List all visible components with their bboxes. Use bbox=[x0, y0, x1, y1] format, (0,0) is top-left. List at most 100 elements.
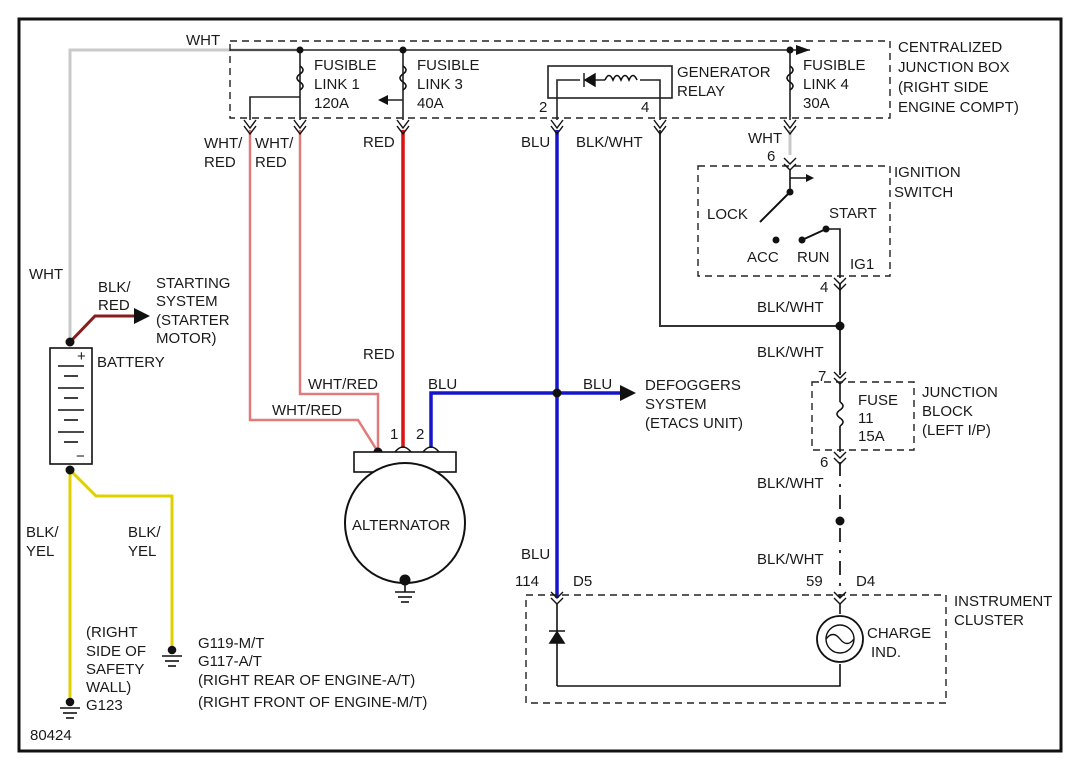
label-wire-color: BLU bbox=[428, 376, 457, 393]
label-fusible-link-4: FUSIBLE bbox=[803, 57, 866, 74]
wire-blu-alt bbox=[429, 391, 620, 448]
charge-indicator-lamp-icon bbox=[816, 615, 864, 663]
connector-symbol bbox=[833, 591, 847, 605]
label-wht-top: WHT bbox=[186, 32, 220, 49]
battery-plus-dot bbox=[65, 337, 75, 347]
ic-return bbox=[557, 664, 841, 687]
label-wire-color: WHT/ bbox=[255, 135, 294, 152]
label-ign-run: RUN bbox=[797, 249, 830, 266]
label-charge-indicator: CHARGE bbox=[867, 625, 931, 642]
splice-dot bbox=[835, 321, 845, 331]
label-wire-color: BLK/WHT bbox=[576, 134, 643, 151]
label-ign-start: START bbox=[829, 205, 877, 222]
connector-symbol bbox=[396, 119, 410, 136]
label-centralized-junction-box: ENGINE COMPT) bbox=[898, 99, 1019, 116]
label-starting-system: SYSTEM bbox=[156, 293, 218, 310]
label-fuse-11: 15A bbox=[858, 428, 885, 445]
label-ign-acc: ACC bbox=[747, 249, 779, 266]
splice-dot bbox=[399, 46, 407, 54]
label-centralized-junction-box: (RIGHT SIDE bbox=[898, 79, 989, 96]
label-centralized-junction-box: CENTRALIZED bbox=[898, 39, 1002, 56]
label-defoggers-system: DEFOGGERS bbox=[645, 377, 741, 394]
label-defoggers-system: SYSTEM bbox=[645, 396, 707, 413]
wire-blkred bbox=[68, 314, 135, 344]
label-generator-relay: GENERATOR bbox=[677, 64, 771, 81]
label-starting-system: STARTING bbox=[156, 275, 230, 292]
ign-start-arrow bbox=[806, 174, 814, 182]
label-pin: 114 bbox=[515, 573, 539, 590]
label-pin: 2 bbox=[416, 426, 424, 443]
label-connector: D4 bbox=[856, 573, 875, 590]
label-wht-left: WHT bbox=[29, 266, 63, 283]
label-ground-g119: G117-A/T bbox=[198, 653, 262, 670]
label-fusible-link-3: FUSIBLE bbox=[417, 57, 480, 74]
label-fusible-link-4: 30A bbox=[803, 95, 830, 112]
alternator-ground-icon bbox=[395, 584, 415, 603]
label-connector: D5 bbox=[573, 573, 592, 590]
label-junction-block: BLOCK bbox=[922, 403, 973, 420]
label-wire-color: BLU bbox=[521, 134, 550, 151]
connector-symbol bbox=[783, 119, 797, 136]
label-wire-color: YEL bbox=[128, 543, 156, 560]
label-diagram-id: 80424 bbox=[30, 727, 72, 744]
fusible-link-4-symbol bbox=[786, 65, 794, 91]
label-fusible-link-3: LINK 3 bbox=[417, 76, 463, 93]
wire-whtred-inner bbox=[298, 130, 380, 452]
label-fusible-link-1: FUSIBLE bbox=[314, 57, 377, 74]
wire-blkwht-relay bbox=[659, 130, 840, 327]
connector-symbol bbox=[243, 119, 257, 136]
label-ground-g123: SIDE OF bbox=[86, 643, 146, 660]
label-starting-system: (STARTER bbox=[156, 312, 230, 329]
wire-wht-battery-feed bbox=[68, 48, 300, 342]
label-junction-block: JUNCTION bbox=[922, 384, 998, 401]
label-wire-color: BLK/WHT bbox=[757, 344, 824, 361]
label-starting-system: MOTOR) bbox=[156, 330, 217, 347]
label-wire-color: BLK/ bbox=[26, 524, 59, 541]
label-wire-color: BLK/WHT bbox=[757, 299, 824, 316]
connector-symbol bbox=[833, 451, 847, 465]
label-junction-block: (LEFT I/P) bbox=[922, 422, 991, 439]
label-fusible-link-1: 120A bbox=[314, 95, 349, 112]
ign-ig1-out bbox=[826, 228, 841, 278]
battery-minus-dot bbox=[65, 465, 75, 475]
label-alternator: ALTERNATOR bbox=[352, 517, 451, 534]
label-ground-g123: (RIGHT bbox=[86, 624, 138, 641]
label-instrument-cluster: CLUSTER bbox=[954, 612, 1024, 629]
label-charge-indicator: IND. bbox=[871, 644, 901, 661]
defog-arrow bbox=[620, 385, 636, 401]
label-pin: 6 bbox=[820, 454, 828, 471]
connector-symbol bbox=[783, 157, 797, 171]
label-wire-color: WHT bbox=[748, 130, 782, 147]
alternator-ground-dot bbox=[399, 574, 411, 586]
label-pin: 7 bbox=[818, 368, 826, 385]
label-pin: 4 bbox=[641, 99, 649, 116]
label-wire-color: RED bbox=[363, 134, 395, 151]
label-wire-color: RED bbox=[204, 154, 236, 171]
ign-run-link bbox=[801, 228, 827, 241]
charge-indicator-filament bbox=[825, 633, 855, 645]
ground-g119-icon bbox=[162, 645, 182, 667]
label-wire-color: BLK/ bbox=[98, 279, 131, 296]
diagram-frame bbox=[17, 17, 1063, 753]
label-ignition-switch: IGNITION bbox=[894, 164, 961, 181]
label-fuse-11: FUSE bbox=[858, 392, 898, 409]
label-wire-color: WHT/ bbox=[204, 135, 243, 152]
relay-coil-icon bbox=[604, 74, 638, 82]
splice-dot bbox=[552, 388, 562, 398]
label-ground-g119: (RIGHT FRONT OF ENGINE-M/T) bbox=[198, 694, 427, 711]
label-wire-color: RED bbox=[363, 346, 395, 363]
label-battery: BATTERY bbox=[97, 354, 165, 371]
label-fusible-link-3: 40A bbox=[417, 95, 444, 112]
ign-wiper bbox=[759, 191, 791, 223]
splice-dot bbox=[786, 46, 794, 54]
relay-diode-icon bbox=[583, 72, 596, 88]
fuse-11-symbol bbox=[836, 401, 844, 427]
relay-internal-left bbox=[556, 79, 580, 120]
fl1-branch bbox=[249, 96, 300, 120]
fl3-branch-arrow bbox=[378, 95, 388, 105]
label-pin: 2 bbox=[539, 99, 547, 116]
connector-symbol bbox=[833, 277, 847, 291]
generator-relay bbox=[547, 65, 673, 99]
label-instrument-cluster: INSTRUMENT bbox=[954, 593, 1052, 610]
